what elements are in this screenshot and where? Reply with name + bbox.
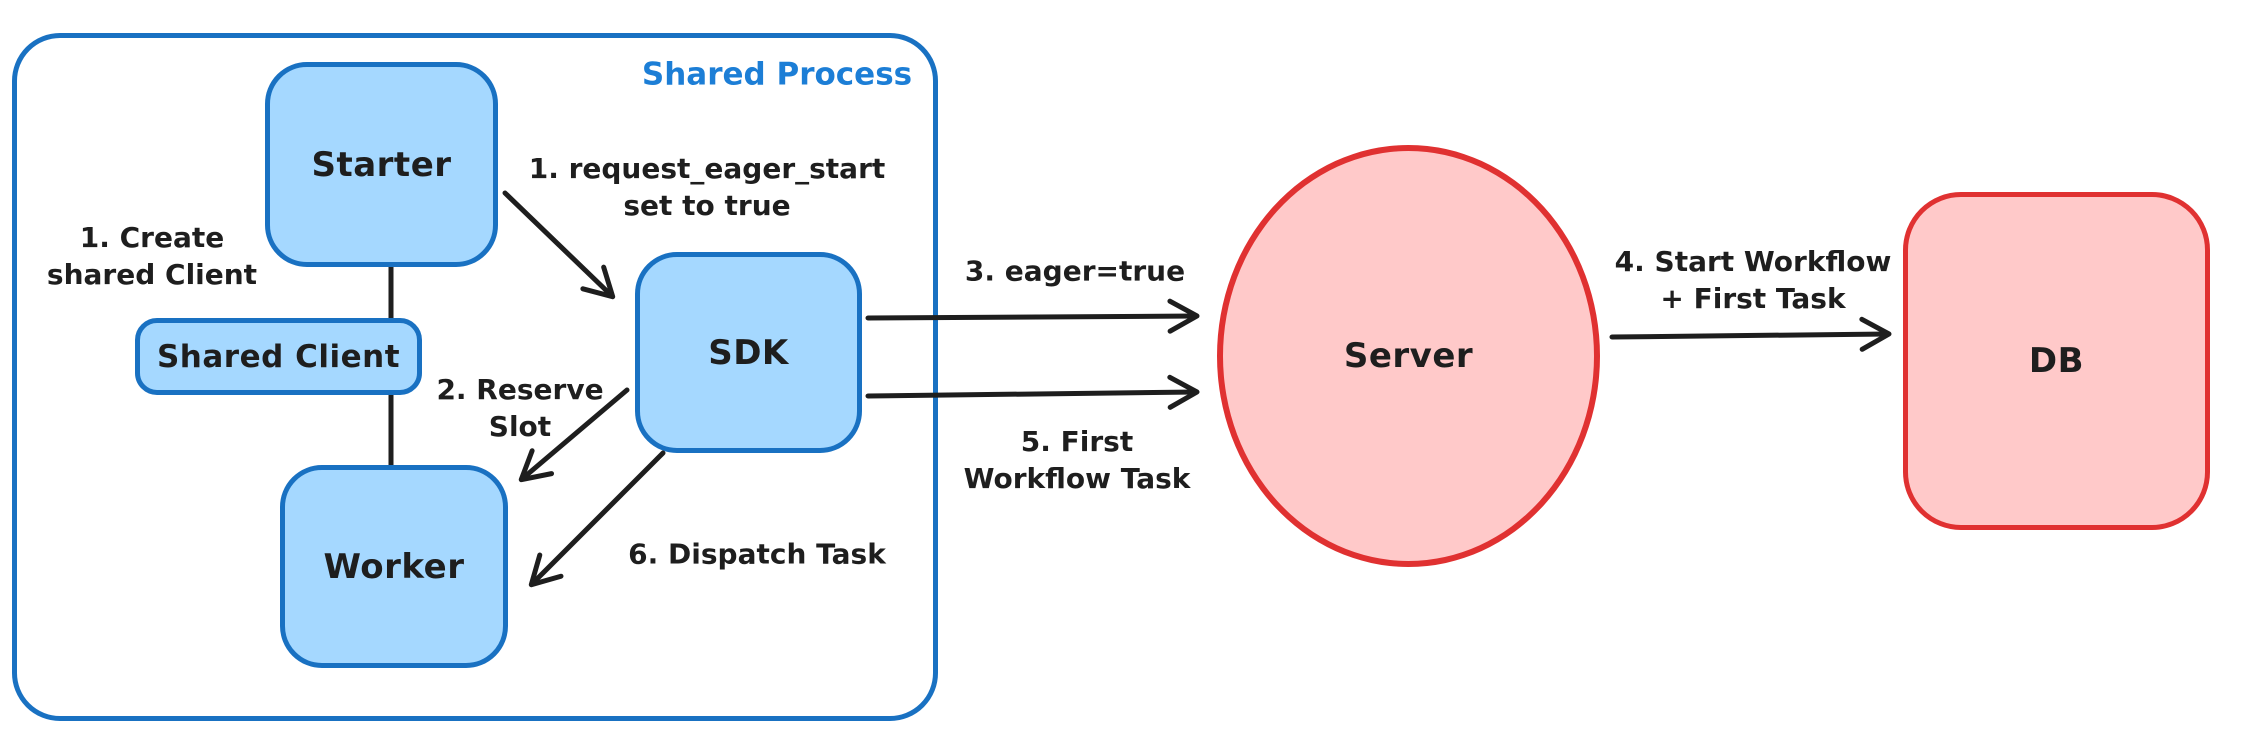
annotation-eager-true: 3. eager=true bbox=[964, 254, 1186, 288]
annotation-request-eager-start: 1. request_eager_start set to true bbox=[528, 152, 886, 222]
node-worker-label: Worker bbox=[323, 546, 465, 587]
annotation-start-workflow: 4. Start Workflow + First Task bbox=[1614, 245, 1892, 315]
annotation-create-shared-client: 1. Create shared Client bbox=[46, 221, 258, 291]
node-shared-client: Shared Client bbox=[135, 318, 422, 395]
node-worker: Worker bbox=[280, 465, 508, 668]
shared-process-title: Shared Process bbox=[641, 56, 913, 93]
node-starter: Starter bbox=[265, 62, 498, 267]
shared-process-container bbox=[12, 33, 938, 721]
node-sdk: SDK bbox=[635, 252, 862, 453]
annotation-reserve-slot: 2. Reserve Slot bbox=[436, 373, 604, 443]
annotation-dispatch-task: 6. Dispatch Task bbox=[628, 537, 886, 571]
annotation-first-workflow-task: 5. First Workflow Task bbox=[963, 425, 1191, 495]
node-sdk-label: SDK bbox=[708, 332, 789, 373]
node-starter-label: Starter bbox=[311, 144, 452, 185]
node-db: DB bbox=[1903, 192, 2210, 530]
node-server-label: Server bbox=[1343, 336, 1474, 376]
node-db-label: DB bbox=[2028, 341, 2085, 381]
arrow-start-workflow-db bbox=[1609, 316, 1892, 352]
node-server: Server bbox=[1217, 145, 1600, 567]
node-shared-client-label: Shared Client bbox=[156, 338, 401, 375]
